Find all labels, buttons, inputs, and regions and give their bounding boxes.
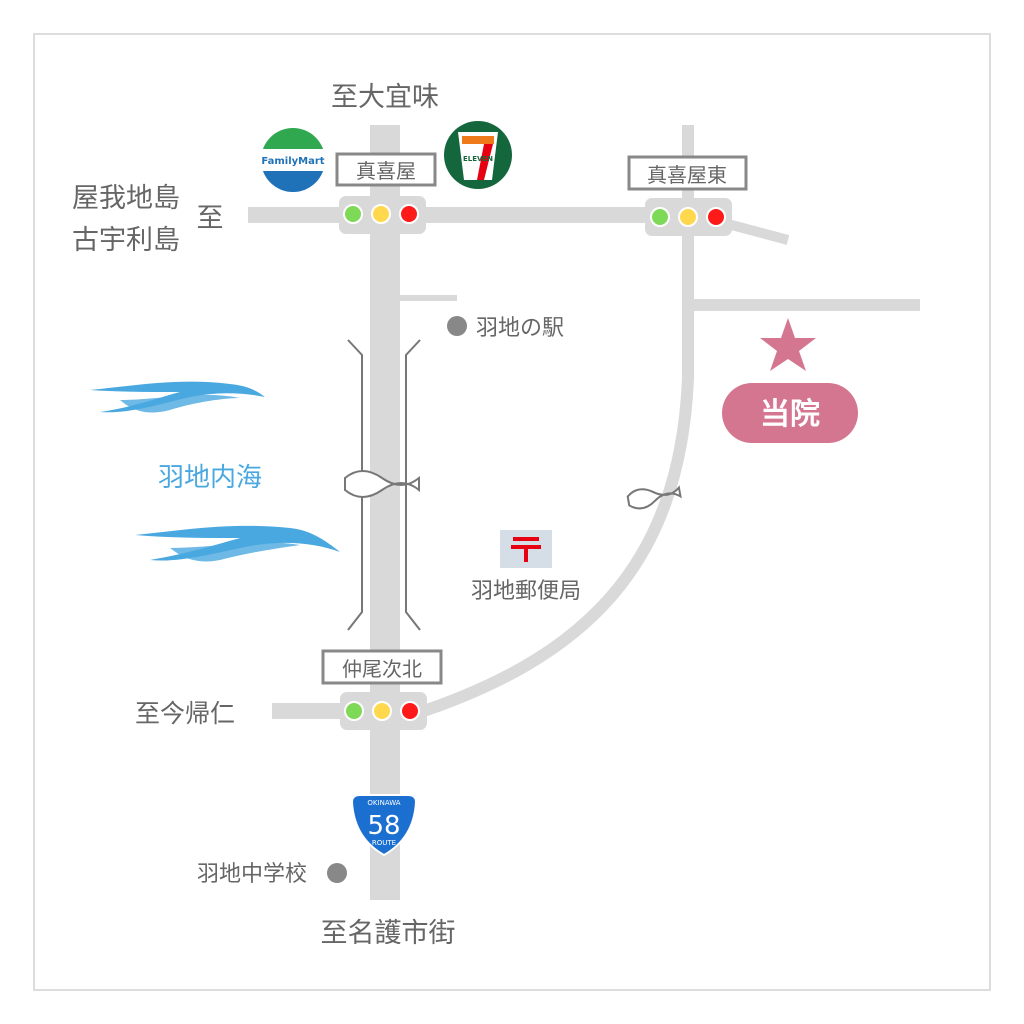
north-road <box>248 207 693 223</box>
destination-south: 至名護市街 <box>321 918 456 949</box>
intersection-name: 真喜屋 <box>356 159 416 183</box>
curved-road <box>410 377 694 721</box>
route-sign-bottom: ROUTE <box>372 839 396 847</box>
intersection-name: 真喜屋東 <box>647 163 727 187</box>
clinic-road <box>694 299 920 311</box>
post-office-icon <box>500 530 552 568</box>
intersection-sign <box>335 152 437 187</box>
clinic-label: 当院 <box>760 397 820 432</box>
destination-north: 至大宜味 <box>331 82 439 113</box>
school-marker-icon <box>327 863 347 883</box>
school-label: 羽地中学校 <box>197 862 307 887</box>
station-label: 羽地の駅 <box>476 316 564 341</box>
clinic-badge <box>722 383 858 443</box>
traffic-light-makiya <box>339 196 426 234</box>
familymart-logo: FamilyMart <box>261 128 325 192</box>
destination-west-prefix: 至 <box>197 203 224 234</box>
map-frame <box>33 33 991 991</box>
seven-digit: 7 <box>0 0 1 1</box>
destination-west-2: 古宇利島 <box>72 225 180 256</box>
destination-southwest: 至今帰仁 <box>135 699 235 728</box>
station-marker-icon <box>447 316 467 336</box>
seven-eleven-text: ELEVEN <box>463 155 493 163</box>
road-break-icon <box>344 470 682 510</box>
traffic-light-nakaoshi-kita <box>340 692 427 730</box>
intersection-sign <box>627 155 748 191</box>
seven-eleven-logo: ELEVEN 7 <box>0 0 512 189</box>
traffic-light-makiya-higashi <box>645 198 732 236</box>
water-waves-icon <box>90 381 340 562</box>
route-sign-number: 58 <box>367 811 400 841</box>
familymart-text: FamilyMart <box>261 156 324 167</box>
route-sign-top: OKINAWA <box>367 799 400 807</box>
clinic-star-icon <box>760 318 816 371</box>
destination-west-1: 屋我地島 <box>72 183 180 214</box>
route-58-sign-icon: OKINAWA 58 ROUTE <box>350 794 418 857</box>
route-58-road <box>370 125 400 900</box>
station-road <box>400 295 457 301</box>
intersection-sign <box>321 649 443 685</box>
bay-label: 羽地内海 <box>158 463 262 493</box>
intersection-name: 仲尾次北 <box>342 657 422 681</box>
post-office-label: 羽地郵便局 <box>471 579 581 604</box>
